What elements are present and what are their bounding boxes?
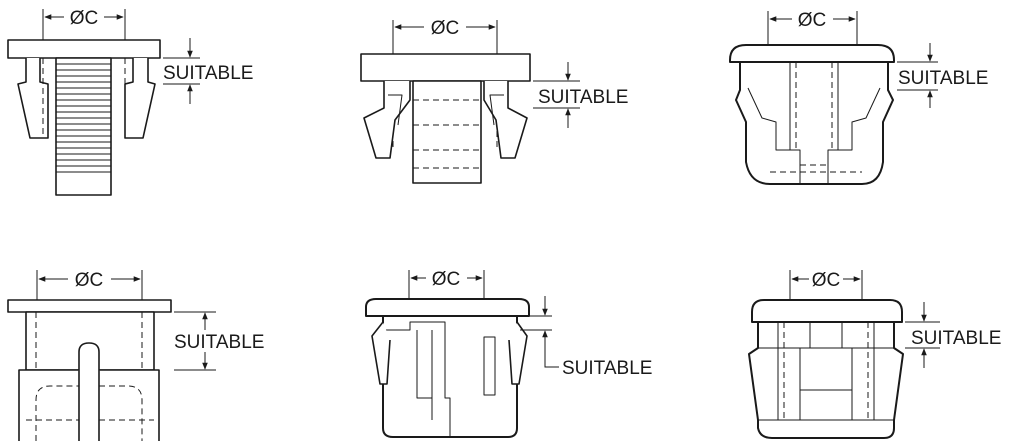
right-leg [124,58,156,139]
lower-body [18,369,160,441]
diameter-label: ØC [70,8,99,29]
bushing-figure-1: ØC SUITABLE [7,8,253,196]
bushing-figure-5: ØC SUITABLE [365,269,652,438]
flange [360,53,531,82]
flange [729,44,895,63]
diameter-label: ØC [75,270,104,291]
suitable-label: SUITABLE [911,328,1001,349]
body-detail [383,321,446,331]
diameter-label: ØC [432,269,461,290]
right-clip [483,81,528,159]
suitable-label: SUITABLE [538,87,628,108]
bushing-figure-3: ØC SUITABLE [729,10,988,185]
diameter-label: ØC [798,10,827,31]
body [748,321,904,439]
body [735,61,894,185]
bushing-figure-6: ØC SUITABLE [748,270,1001,439]
body [412,80,482,184]
suitable-label: SUITABLE [562,358,652,379]
clip-detail [489,94,504,126]
side-window [483,336,496,396]
body-detail [827,87,881,184]
shank-ribs [56,63,111,173]
flange [365,298,530,317]
flange [751,299,903,323]
suitable-label: SUITABLE [174,332,264,353]
label-leader [544,350,559,368]
diameter-label: ØC [812,270,841,291]
body-detail [747,87,801,184]
body-detail [416,330,433,420]
hidden-line [35,385,143,441]
flange [7,39,161,59]
body-detail [444,330,451,437]
bushing-figure-2: ØC SUITABLE [360,18,628,184]
diameter-label: ØC [431,18,460,39]
left-clip [371,321,391,385]
suitable-label: SUITABLE [898,68,988,89]
suitable-label: SUITABLE [163,63,253,84]
split-slot [78,342,100,441]
ribbed-shank [55,57,112,196]
clip-detail [388,94,403,126]
left-leg [17,58,49,139]
bushing-figure-4: ØC SUITABLE [7,270,264,441]
left-clip [363,81,411,159]
flange [7,299,172,313]
right-clip [508,321,528,385]
